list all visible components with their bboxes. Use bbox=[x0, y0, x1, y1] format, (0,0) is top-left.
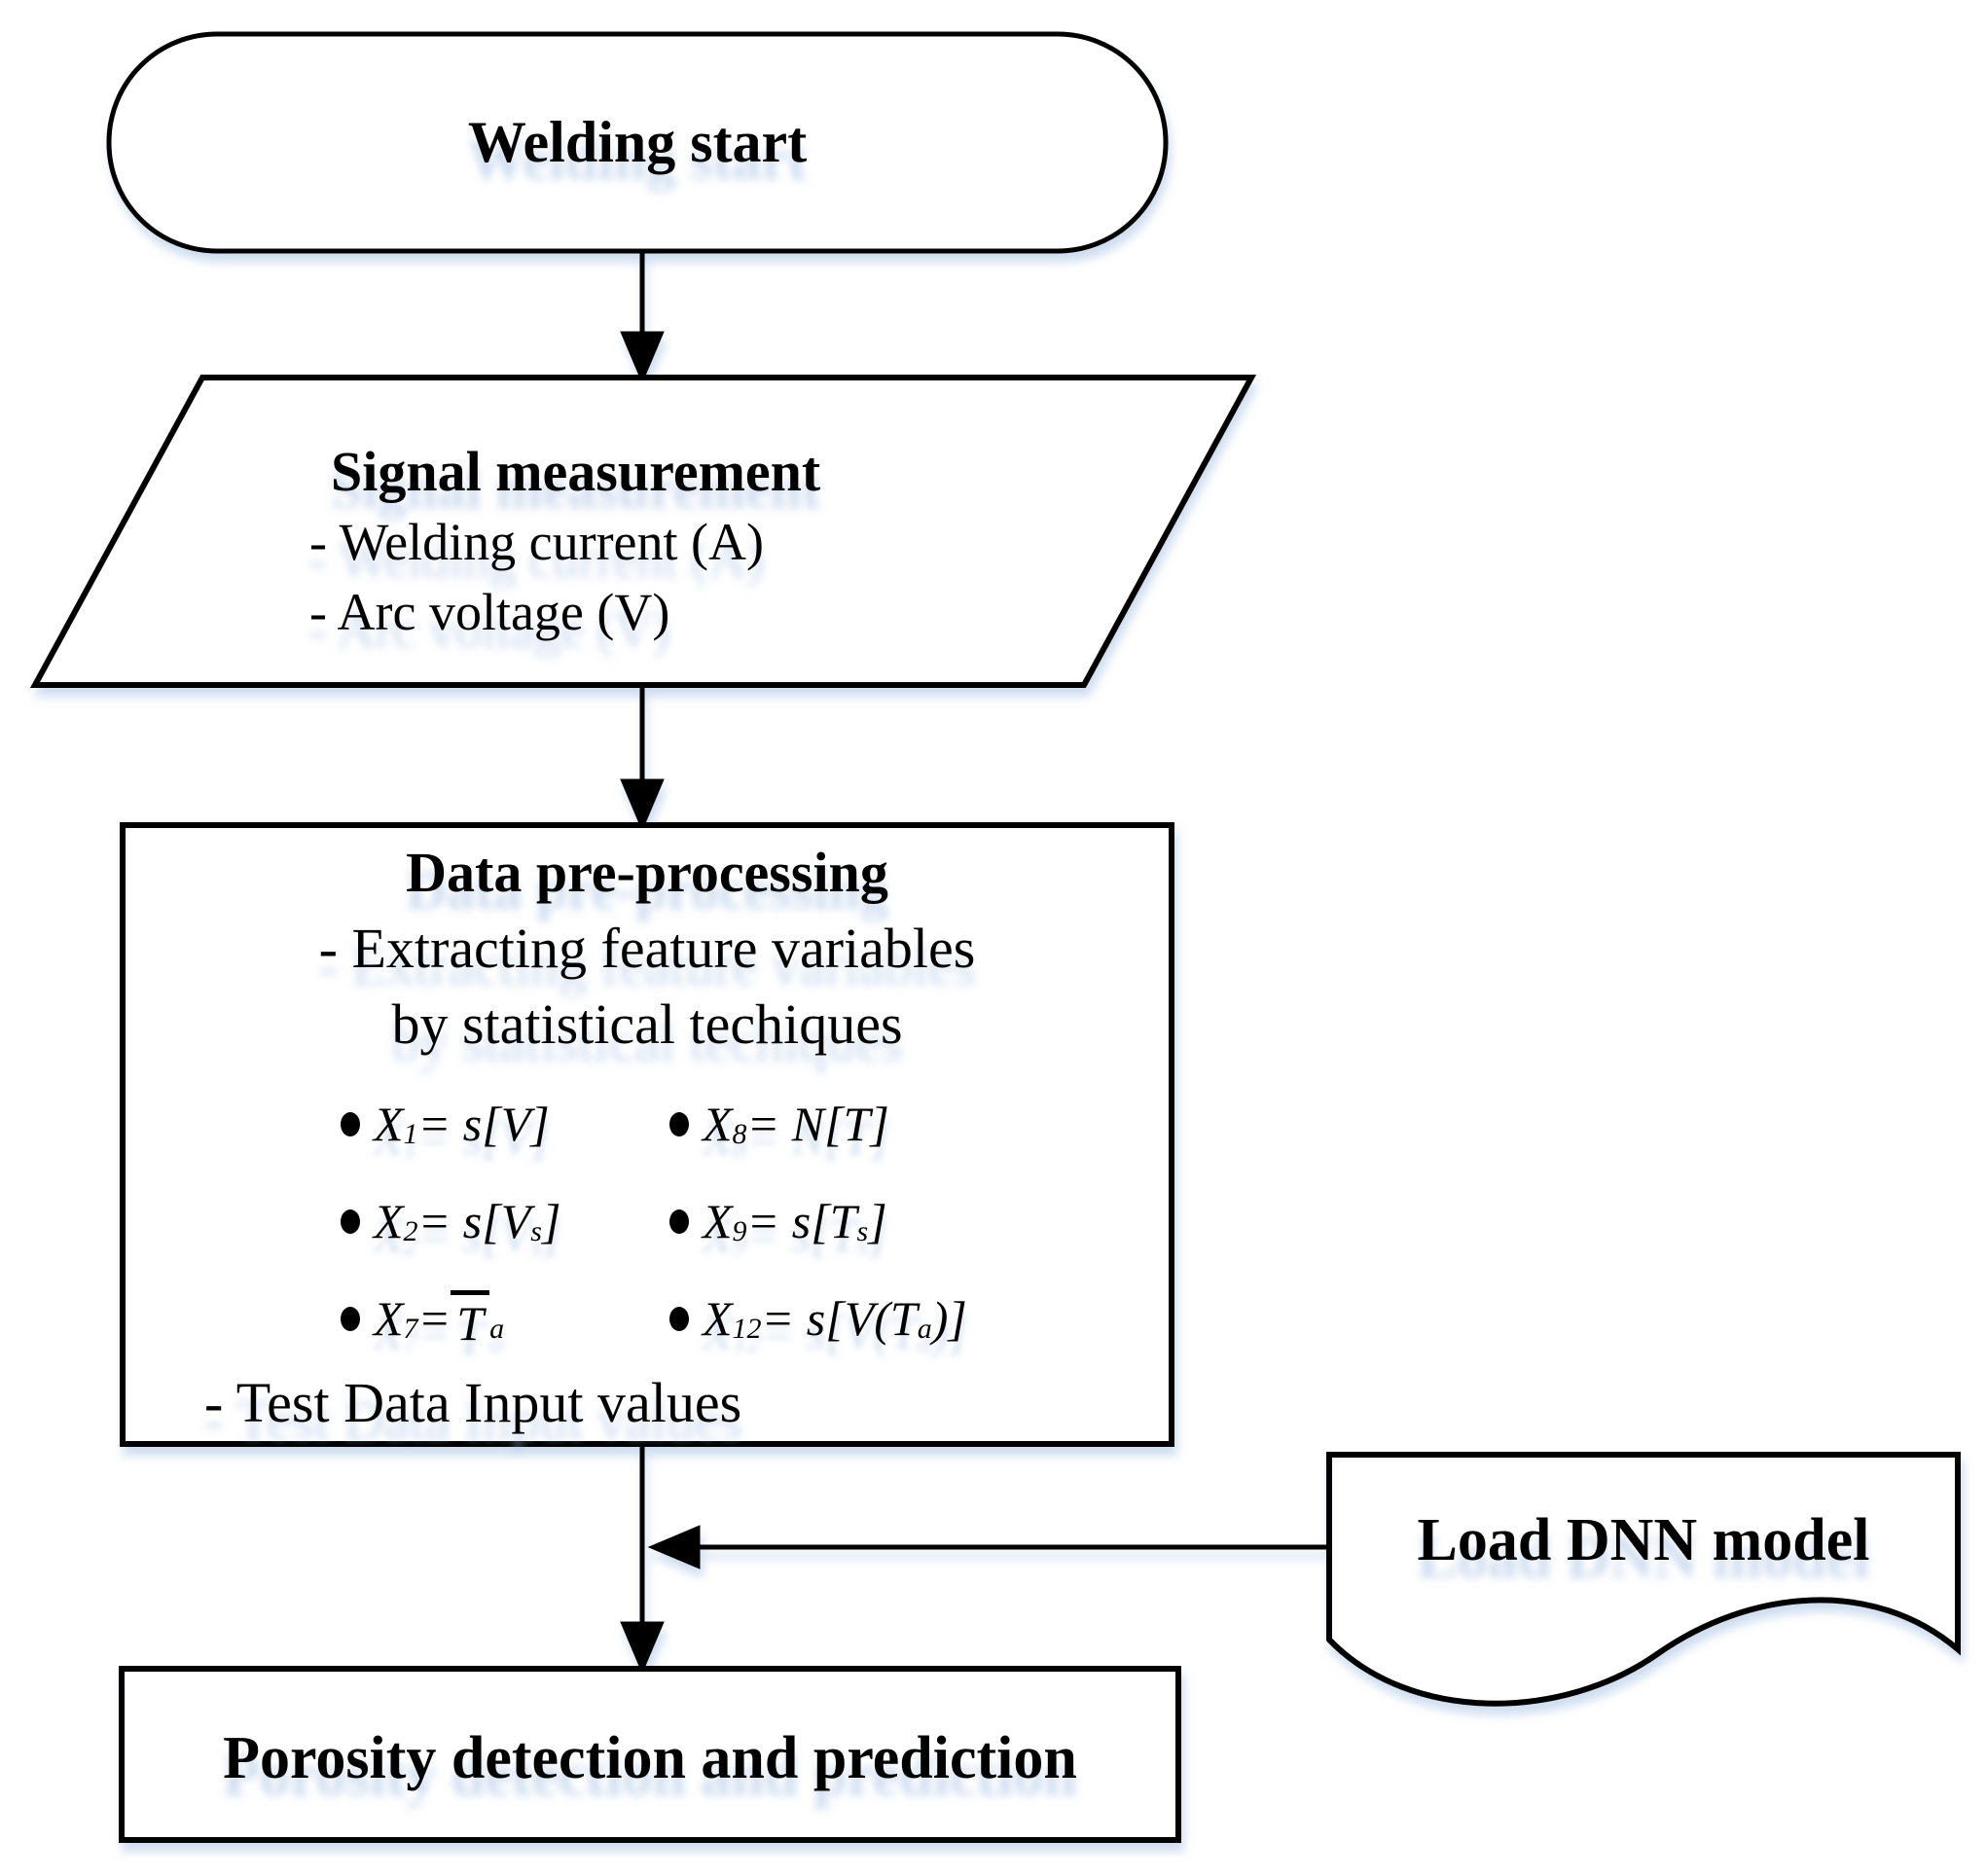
load-dnn-document bbox=[1326, 1452, 1961, 1707]
bullet-icon bbox=[669, 1306, 689, 1331]
load-dnn-label: Load DNN model bbox=[1417, 1507, 1870, 1573]
signal-measurement-item-current: - Welding current (A) bbox=[309, 513, 764, 572]
arrow-preprocess-to-porosity-head bbox=[620, 1621, 665, 1675]
data-preprocessing-header: Data pre-processing - Extracting feature… bbox=[123, 835, 1172, 1063]
signal-measurement-title: Signal measurement bbox=[331, 440, 821, 503]
arrow-dnn-to-flow-head bbox=[647, 1525, 701, 1569]
welding-start-label: Welding start bbox=[467, 110, 808, 174]
signal-measurement-block: Signal measurement - Welding current (A)… bbox=[309, 436, 820, 648]
data-preprocessing-line1: - Extracting feature variables bbox=[318, 917, 976, 980]
bullet-icon bbox=[341, 1111, 360, 1136]
porosity-rectangle bbox=[119, 1666, 1181, 1843]
arrow-start-to-signal-head bbox=[620, 331, 665, 384]
welding-start-terminator bbox=[106, 31, 1169, 254]
data-preprocessing-footer: - Test Data Input values bbox=[204, 1371, 742, 1434]
signal-measurement-item-voltage: - Arc voltage (V) bbox=[309, 583, 670, 642]
bullet-icon bbox=[341, 1306, 360, 1331]
signal-measurement-parallelogram bbox=[29, 375, 1257, 688]
data-preprocessing-line2: by statistical techiques bbox=[391, 992, 903, 1056]
data-preprocessing-title: Data pre-processing bbox=[406, 841, 888, 904]
bullet-icon bbox=[341, 1209, 360, 1234]
bullet-icon bbox=[669, 1209, 689, 1234]
porosity-label: Porosity detection and prediction bbox=[223, 1725, 1077, 1791]
bullet-icon bbox=[669, 1111, 689, 1136]
arrow-signal-to-preprocess-head bbox=[620, 778, 665, 832]
data-preprocessing-rectangle bbox=[120, 822, 1174, 1447]
